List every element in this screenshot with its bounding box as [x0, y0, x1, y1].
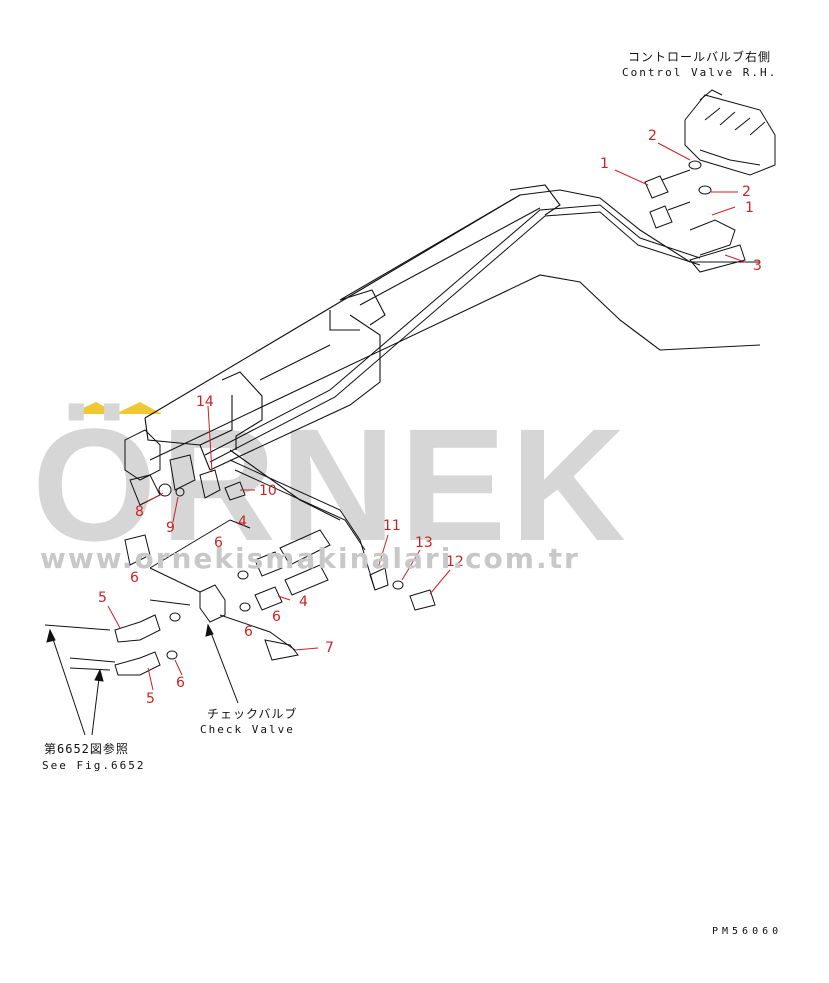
- callout-4-a: 4: [238, 514, 247, 530]
- control-valve-label-en: Control Valve R.H.: [622, 66, 778, 79]
- callout-11: 11: [383, 518, 401, 534]
- callout-6-d: 6: [244, 624, 253, 640]
- control-valve-label-jp: コントロールバルブ右側: [628, 50, 772, 64]
- callout-2-b: 2: [742, 184, 751, 200]
- callout-6-e: 6: [176, 675, 185, 691]
- check-valve-assembly: [44, 519, 331, 676]
- callout-7: 7: [325, 640, 334, 656]
- callout-9: 9: [166, 520, 175, 536]
- callout-5-a: 5: [98, 590, 107, 606]
- callout-3: 3: [753, 258, 762, 274]
- see-fig-label-en: See Fig.6652: [42, 759, 146, 772]
- check-valve-leader: [205, 623, 239, 704]
- callout-leaders: [107, 142, 746, 691]
- callout-6-b: 6: [130, 570, 139, 586]
- callout-1-a: 1: [600, 156, 609, 172]
- callout-6-c: 6: [272, 609, 281, 625]
- callout-5-b: 5: [146, 691, 155, 707]
- callout-13: 13: [415, 535, 433, 551]
- callout-2-a: 2: [648, 128, 657, 144]
- callout-numbers: 1 2 1 2 3 14 10 8 9 4 6 6 11 13 12 5 6 4…: [98, 128, 762, 707]
- callout-4-b: 4: [299, 594, 308, 610]
- boom: [144, 184, 761, 606]
- drawing-code: PM56060: [712, 926, 783, 937]
- check-valve-label-en: Check Valve: [200, 723, 295, 736]
- control-valve-rh: [684, 89, 776, 176]
- see-fig-leaders: [46, 628, 104, 736]
- bolts-clamps: [158, 481, 436, 611]
- callout-12: 12: [446, 554, 464, 570]
- upper-fittings: [644, 160, 746, 273]
- see-fig-label-jp: 第6652図参照: [44, 742, 129, 756]
- callout-1-b: 1: [745, 200, 754, 216]
- callout-14: 14: [196, 394, 214, 410]
- pipes: [204, 204, 701, 591]
- callout-10: 10: [259, 483, 277, 499]
- check-valve-label-jp: チェックバルブ: [207, 707, 298, 721]
- callout-8: 8: [135, 504, 144, 520]
- callout-6-a: 6: [214, 535, 223, 551]
- watermark-url: www.ornekismakinalari.com.tr: [40, 542, 580, 575]
